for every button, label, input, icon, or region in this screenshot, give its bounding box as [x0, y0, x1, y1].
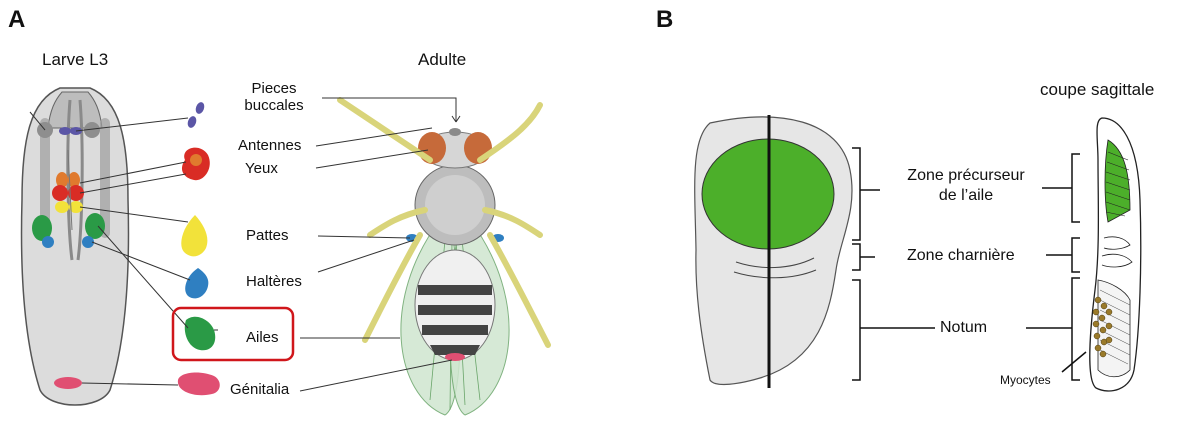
label-pieces-line1: Pieces: [232, 80, 316, 97]
label-zone-precurseur-line2: de l’aile: [886, 186, 1046, 206]
adult-fly-drawing: [340, 100, 548, 415]
label-genitalia: Génitalia: [230, 381, 289, 398]
panel-letter-b: B: [656, 6, 673, 34]
label-yeux: Yeux: [245, 160, 278, 177]
label-zone-precurseur-line1: Zone précurseur: [886, 166, 1046, 186]
label-pieces-line2: buccales: [232, 97, 316, 114]
sagittal-section-title: coupe sagittale: [1040, 80, 1154, 100]
label-myocytes: Myocytes: [1000, 372, 1051, 389]
label-antennes: Antennes: [238, 137, 301, 154]
adult-title: Adulte: [418, 50, 466, 70]
label-halteres: Haltères: [246, 273, 302, 290]
isolated-discs: [178, 101, 220, 395]
label-zone-charniere: Zone charnière: [907, 247, 1015, 264]
label-zone-precurseur: Zone précurseur de l’aile: [886, 166, 1046, 206]
sagittal-section-drawing: [1090, 118, 1141, 391]
wing-disc-drawing: [695, 115, 852, 388]
panel-letter-a: A: [8, 6, 25, 34]
label-ailes: Ailes: [246, 329, 279, 346]
label-notum: Notum: [940, 319, 987, 336]
larva-title: Larve L3: [42, 50, 108, 70]
label-pattes: Pattes: [246, 227, 289, 244]
larva-drawing: [22, 88, 129, 405]
label-pieces-buccales: Pieces buccales: [232, 80, 316, 114]
